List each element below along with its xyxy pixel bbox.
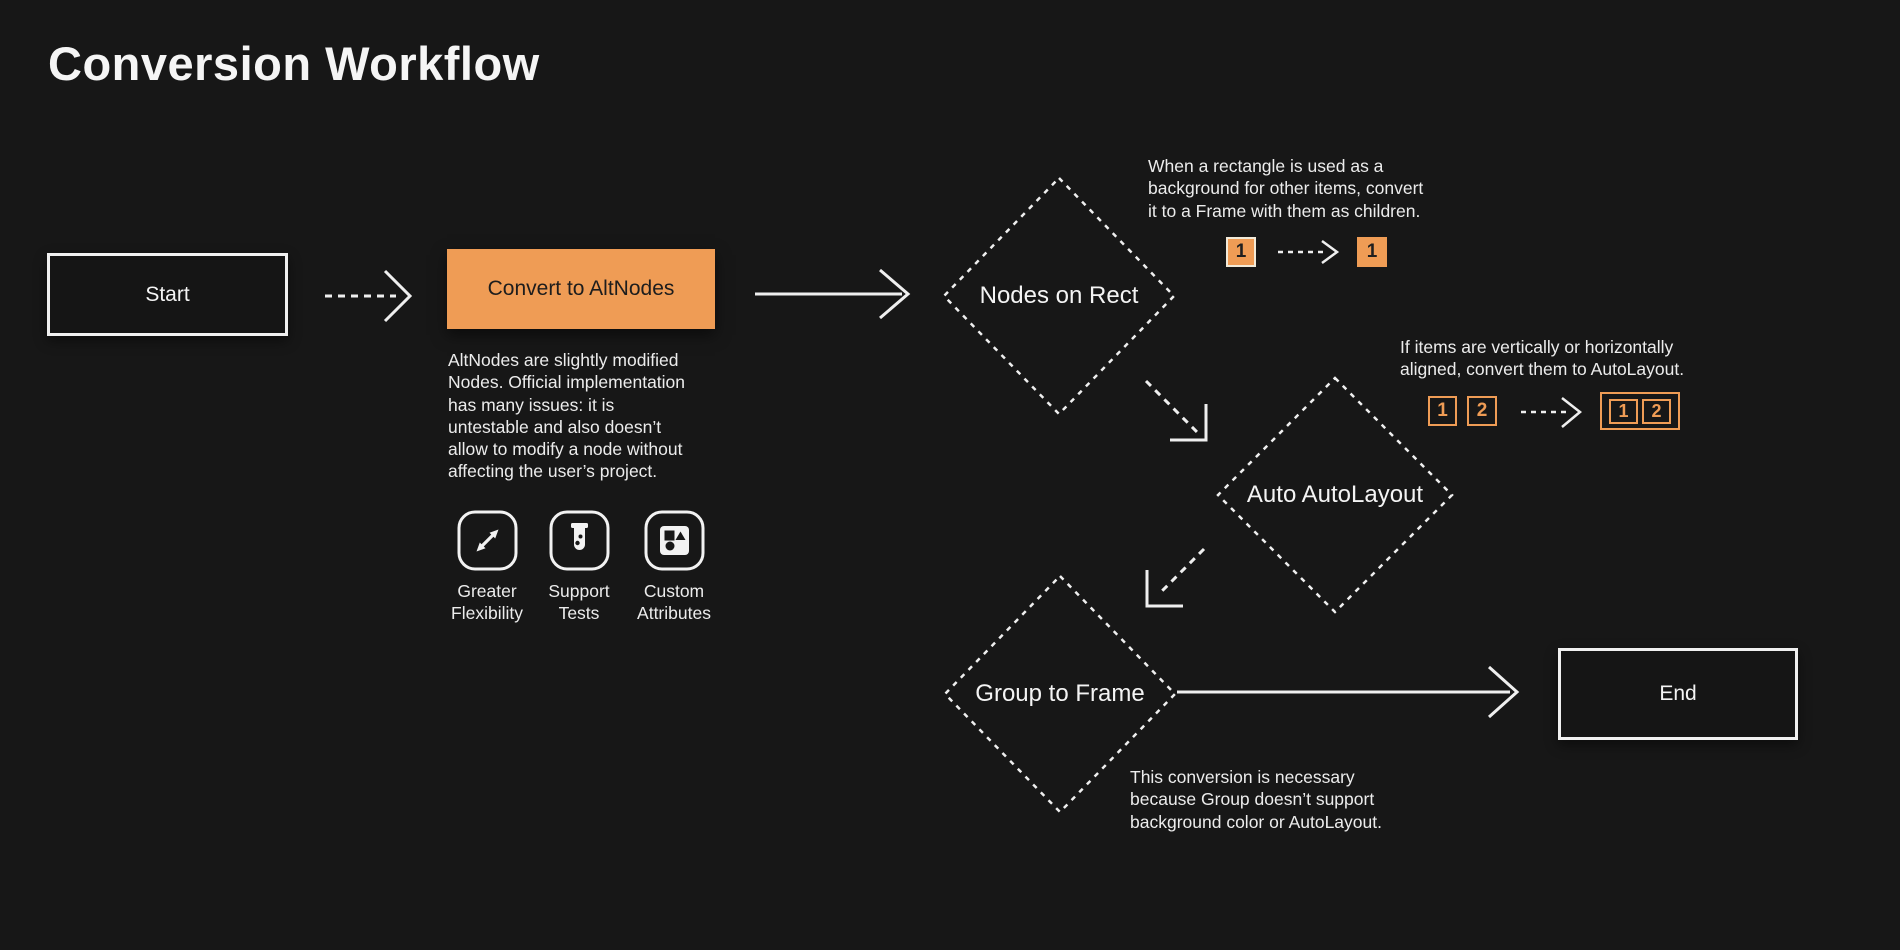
autolayout-note-item-label: 1 [1437, 400, 1448, 421]
expand-arrows-icon [457, 510, 517, 571]
node-group-to-frame-label: Group to Frame [975, 680, 1145, 707]
autolayout-note-line: If items are vertically or horizontally [1400, 337, 1674, 357]
node-convert-to-altnodes-label: Convert to AltNodes [487, 277, 675, 300]
rect-note-before-box-label: 1 [1235, 241, 1247, 262]
feature-label: Custom Attributes [637, 580, 711, 624]
feature-label-line: Attributes [637, 603, 711, 623]
rect-note-before-box: 1 [1226, 237, 1256, 267]
feature-greater-flexibility: Greater Flexibility [439, 510, 535, 624]
autolayout-note-item-label: 2 [1651, 400, 1662, 421]
node-convert-to-altnodes[interactable]: Convert to AltNodes [447, 249, 715, 329]
feature-label-line: Flexibility [451, 603, 523, 623]
rect-to-frame-note-line: background for other items, convert [1148, 178, 1424, 199]
arrow-nodes-on-rect-to-auto-autolayout [1144, 379, 1208, 442]
arrow-autolayout-annotation [1521, 397, 1582, 428]
rect-to-frame-note-line: it to a Frame with them as children. [1148, 200, 1421, 221]
group-to-frame-note-line: because Group doesn’t support [1130, 789, 1375, 810]
rect-to-frame-note-line: When a rectangle is used as a [1148, 156, 1384, 176]
arrow-start-to-convert [325, 269, 413, 323]
group-to-frame-note-line: This conversion is necessary [1130, 767, 1355, 787]
feature-label: Greater Flexibility [451, 580, 523, 624]
feature-label-line: Greater [457, 581, 517, 601]
autolayout-note-grouped-item-2: 2 [1642, 398, 1671, 424]
shapes-icon [644, 510, 704, 571]
rect-note-after-box: 1 [1357, 237, 1387, 267]
arrow-rect-annotation [1278, 239, 1340, 265]
altnodes-description-line: has many issues: it is [448, 394, 615, 415]
feature-label: Support Tests [548, 580, 609, 624]
altnodes-description-line: Nodes. Official implementation [448, 372, 686, 393]
altnodes-description-line: untestable and also doesn’t [448, 416, 662, 437]
autolayout-note-grouped-items: 1 2 [1600, 392, 1680, 430]
autolayout-note-item-label: 1 [1618, 400, 1629, 421]
arrow-auto-autolayout-to-group-to-frame [1145, 547, 1206, 608]
node-group-to-frame[interactable]: Group to Frame [940, 679, 1180, 709]
node-start-label: Start [145, 282, 190, 306]
feature-label-line: Tests [558, 603, 600, 623]
altnodes-description-line: affecting the user’s project. [448, 461, 658, 482]
group-to-frame-note: This conversion is necessary because Gro… [1130, 766, 1460, 833]
node-end-label: End [1659, 682, 1697, 705]
feature-custom-attributes: Custom Attributes [626, 510, 722, 624]
node-nodes-on-rect[interactable]: Nodes on Rect [939, 281, 1179, 311]
feature-label-line: Custom [643, 581, 705, 601]
altnodes-description-line: AltNodes are slightly modified [448, 350, 679, 370]
node-auto-autolayout-label: Auto AutoLayout [1246, 481, 1424, 508]
feature-label-line: Support [548, 581, 610, 601]
node-start[interactable]: Start [47, 253, 288, 336]
page-title: Conversion Workflow [48, 37, 540, 90]
rect-to-frame-note: When a rectangle is used as a background… [1148, 155, 1488, 222]
arrow-convert-to-nodes-on-rect [755, 268, 911, 320]
rect-note-after-box-label: 1 [1366, 241, 1378, 262]
node-nodes-on-rect-label: Nodes on Rect [979, 282, 1139, 309]
altnodes-description-line: allow to modify a node without [448, 439, 683, 460]
feature-support-tests: Support Tests [531, 510, 627, 624]
arrow-group-to-frame-to-end [1177, 665, 1520, 719]
node-auto-autolayout[interactable]: Auto AutoLayout [1215, 480, 1455, 510]
autolayout-note: If items are vertically or horizontally … [1400, 336, 1760, 381]
autolayout-note-item-label: 2 [1476, 400, 1488, 421]
autolayout-note-line: aligned, convert them to AutoLayout. [1400, 359, 1685, 380]
test-tube-icon [549, 510, 609, 571]
node-end[interactable]: End [1558, 648, 1798, 740]
group-to-frame-note-line: background color or AutoLayout. [1130, 811, 1382, 832]
autolayout-note-item-1: 1 [1428, 396, 1457, 426]
autolayout-note-grouped-item-1: 1 [1609, 398, 1638, 424]
autolayout-note-item-2: 2 [1467, 396, 1497, 426]
altnodes-description: AltNodes are slightly modified Nodes. Of… [448, 349, 748, 483]
